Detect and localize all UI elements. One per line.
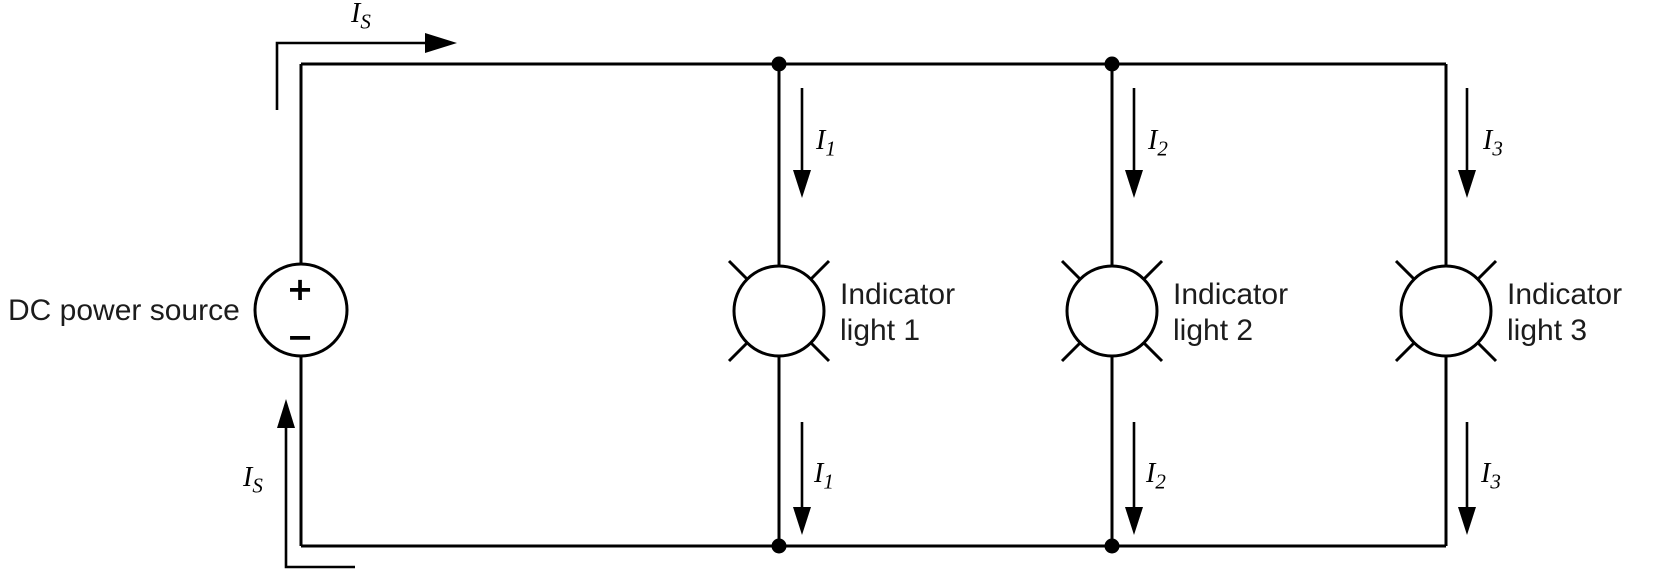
current-symbol: I — [1146, 458, 1156, 489]
indicator-light-3-label: Indicator light 3 — [1507, 277, 1622, 349]
indicator-light-2-label-line1: Indicator — [1173, 278, 1289, 311]
current-arrows — [275, 33, 1476, 569]
lamp-ray-top-left — [1394, 259, 1416, 281]
current-symbol: I — [243, 462, 253, 493]
lamp-ray-top-left — [1060, 259, 1082, 281]
lamp-ray-bottom-left — [1060, 341, 1082, 363]
indicator-light-2-label-line2: light 2 — [1173, 314, 1254, 347]
lamp-ray-bottom-left — [1394, 341, 1416, 363]
current-symbol: I — [351, 0, 361, 29]
is-bottom-arrow-line — [284, 427, 355, 569]
lamp-ray-bottom-right — [1476, 341, 1498, 363]
i3-bottom-arrow-head — [1458, 507, 1476, 535]
i2-bottom-arrow-head — [1125, 507, 1143, 535]
dc-source-label: DC power source — [8, 294, 240, 327]
current-label-is-top: IS — [351, 0, 371, 32]
current-subscript: S — [360, 9, 371, 34]
current-subscript: 2 — [1157, 136, 1168, 161]
junction-dot-top-2 — [1104, 56, 1120, 72]
current-label-i1-top: I1 — [816, 125, 836, 160]
current-subscript: S — [252, 473, 263, 498]
junction-dot-bottom-2 — [1104, 538, 1120, 554]
lamp-circle — [1065, 264, 1159, 358]
indicator-light-3-label-line2: light 3 — [1507, 314, 1588, 347]
i1-bottom-arrow-head — [793, 507, 811, 535]
lamp-circle — [732, 264, 826, 358]
current-label-i2-bottom: I2 — [1146, 458, 1166, 493]
dc-source-symbol — [253, 262, 349, 358]
lamp-ray-bottom-right — [1142, 341, 1164, 363]
lamp-ray-top-right — [1142, 259, 1164, 281]
indicator-light-2-label: Indicator light 2 — [1173, 277, 1288, 349]
source-minus-sign: − — [286, 318, 314, 356]
current-label-i2-top: I2 — [1148, 125, 1168, 160]
current-subscript: 3 — [1492, 136, 1503, 161]
circuit-wires — [299, 62, 1448, 548]
i1-top-arrow-head — [793, 170, 811, 198]
is-top-arrow-head — [425, 33, 457, 53]
indicator-light-3-label-line1: Indicator — [1507, 278, 1623, 311]
current-subscript: 2 — [1155, 469, 1166, 494]
is-top-arrow-line — [275, 41, 428, 110]
junction-dot-top-1 — [771, 56, 787, 72]
current-subscript: 1 — [823, 469, 834, 494]
indicator-light-1-label: Indicator light 1 — [840, 277, 955, 349]
indicator-lamp-1-symbol — [727, 259, 831, 363]
lamp-ray-top-left — [727, 259, 749, 281]
i3-top-arrow-head — [1458, 170, 1476, 198]
lamp-ray-top-right — [809, 259, 831, 281]
junction-dot-bottom-1 — [771, 538, 787, 554]
current-label-is-bottom: IS — [243, 462, 263, 497]
is-bottom-arrow-head — [277, 399, 295, 428]
indicator-light-1-label-line1: Indicator — [840, 278, 956, 311]
indicator-lamp-3-symbol — [1394, 259, 1498, 363]
lamp-ray-bottom-right — [809, 341, 831, 363]
current-symbol: I — [1481, 458, 1491, 489]
junction-dots — [771, 56, 1120, 554]
indicator-lamp-2-symbol — [1060, 259, 1164, 363]
indicator-light-1-label-line2: light 1 — [840, 314, 921, 347]
i2-top-arrow-head — [1125, 170, 1143, 198]
lamp-ray-bottom-left — [727, 341, 749, 363]
current-label-i3-top: I3 — [1483, 125, 1503, 160]
current-symbol: I — [1483, 125, 1493, 156]
source-plus-sign: + — [286, 270, 314, 308]
current-symbol: I — [814, 458, 824, 489]
current-subscript: 3 — [1490, 469, 1501, 494]
current-symbol: I — [1148, 125, 1158, 156]
current-label-i3-bottom: I3 — [1481, 458, 1501, 493]
current-subscript: 1 — [825, 136, 836, 161]
current-symbol: I — [816, 125, 826, 156]
lamp-circle — [1399, 264, 1493, 358]
lamp-ray-top-right — [1476, 259, 1498, 281]
current-label-i1-bottom: I1 — [814, 458, 834, 493]
